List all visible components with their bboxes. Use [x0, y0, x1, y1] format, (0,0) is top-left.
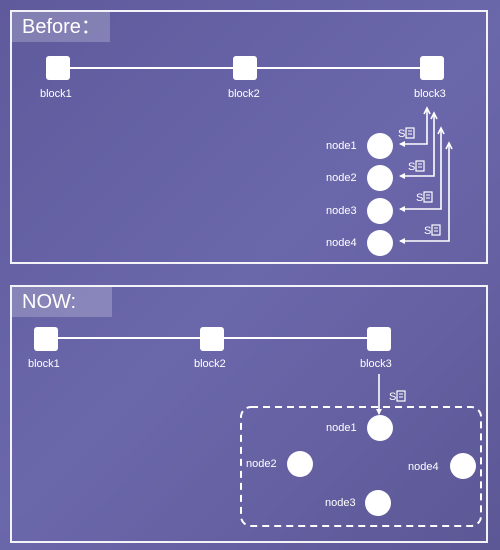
- now-block1-square: [34, 327, 58, 351]
- node-cluster-box: [240, 406, 482, 527]
- now-node1-circle: [367, 415, 393, 441]
- before-block2-square: [233, 56, 257, 80]
- now-node4-label: node4: [408, 461, 439, 473]
- before-block3-label: block3: [414, 88, 446, 100]
- before-sync-arrows: [399, 106, 453, 244]
- now-node3-label: node3: [325, 497, 356, 509]
- before-node1-circle: [367, 133, 393, 159]
- sync-doc-icon: S: [398, 127, 415, 140]
- now-node2-circle: [287, 451, 313, 477]
- sync-doc-icon: S: [408, 160, 425, 173]
- now-block1-label: block1: [28, 358, 60, 370]
- now-node1-label: node1: [326, 422, 357, 434]
- now-block2-square: [200, 327, 224, 351]
- before-node4-label: node4: [326, 237, 357, 249]
- svg-text:S: S: [389, 391, 396, 403]
- before-panel: Before：: [10, 10, 488, 264]
- svg-text:S: S: [398, 128, 405, 140]
- before-node2-label: node2: [326, 172, 357, 184]
- now-node4-circle: [450, 453, 476, 479]
- svg-text:S: S: [416, 192, 423, 204]
- now-block3-label: block3: [360, 358, 392, 370]
- before-block1-square: [46, 56, 70, 80]
- before-sync-icons: S S S S: [398, 127, 441, 237]
- before-node4-circle: [367, 230, 393, 256]
- now-title: NOW:: [12, 287, 112, 317]
- now-block2-label: block2: [194, 358, 226, 370]
- now-node3-circle: [365, 490, 391, 516]
- svg-text:S: S: [408, 161, 415, 173]
- before-block3-square: [420, 56, 444, 80]
- svg-text:S: S: [424, 225, 431, 237]
- before-node1-label: node1: [326, 140, 357, 152]
- sync-doc-icon: S: [424, 224, 441, 237]
- before-block1-label: block1: [40, 88, 72, 100]
- before-node3-circle: [367, 198, 393, 224]
- before-block2-label: block2: [228, 88, 260, 100]
- now-panel: NOW:: [10, 285, 488, 543]
- before-node2-circle: [367, 165, 393, 191]
- before-title: Before：: [12, 12, 110, 42]
- sync-doc-icon: S: [389, 390, 406, 403]
- now-node2-label: node2: [246, 458, 277, 470]
- before-node3-label: node3: [326, 205, 357, 217]
- now-block3-square: [367, 327, 391, 351]
- sync-doc-icon: S: [416, 191, 433, 204]
